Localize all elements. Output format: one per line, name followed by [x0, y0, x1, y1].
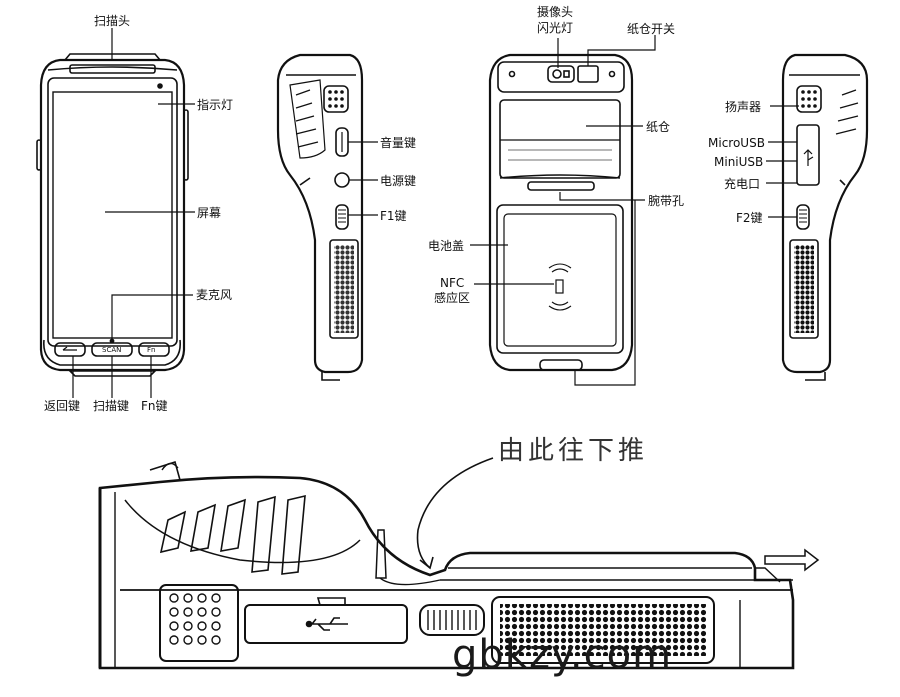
label-scan-head: 扫描头: [94, 14, 131, 28]
label-f1-key: F1键: [380, 209, 407, 223]
label-volume-key: 音量键: [380, 136, 417, 150]
front-view: [36, 28, 195, 398]
label-camera: 摄像头: [537, 5, 574, 19]
left-side-view: [276, 53, 378, 381]
label-nfc-area: 感应区: [434, 291, 471, 305]
label-microphone: 麦克风: [196, 288, 233, 302]
label-micro-usb: MicroUSB: [708, 136, 765, 150]
label-mini-usb: MiniUSB: [714, 155, 764, 169]
push-instruction: 由此往下推: [498, 436, 649, 466]
watermark: gbkzy.com: [452, 632, 673, 678]
label-paper-switch: 纸仓开关: [627, 22, 676, 36]
bottom-side-view: [98, 457, 820, 670]
label-wrist-hole: 腕带孔: [648, 194, 685, 208]
label-paper-bin: 纸仓: [646, 120, 671, 134]
label-speaker: 扬声器: [725, 100, 762, 114]
label-battery-cover: 电池盖: [428, 239, 465, 253]
right-side-view: [766, 53, 869, 381]
fn-button-text: Fn: [147, 346, 156, 354]
label-back-key: 返回键: [44, 399, 81, 413]
label-charge-port: 充电口: [724, 177, 761, 191]
scan-button-text: SCAN: [102, 346, 122, 354]
label-flash: 闪光灯: [537, 21, 574, 35]
label-fn-key: Fn键: [141, 399, 168, 413]
label-indicator: 指示灯: [197, 98, 234, 112]
back-view: [470, 35, 656, 386]
label-f2-key: F2键: [736, 211, 763, 225]
label-screen: 屏幕: [197, 206, 222, 220]
label-scan-key: 扫描键: [93, 399, 130, 413]
label-nfc: NFC: [440, 276, 465, 290]
label-power-key: 电源键: [380, 174, 417, 188]
